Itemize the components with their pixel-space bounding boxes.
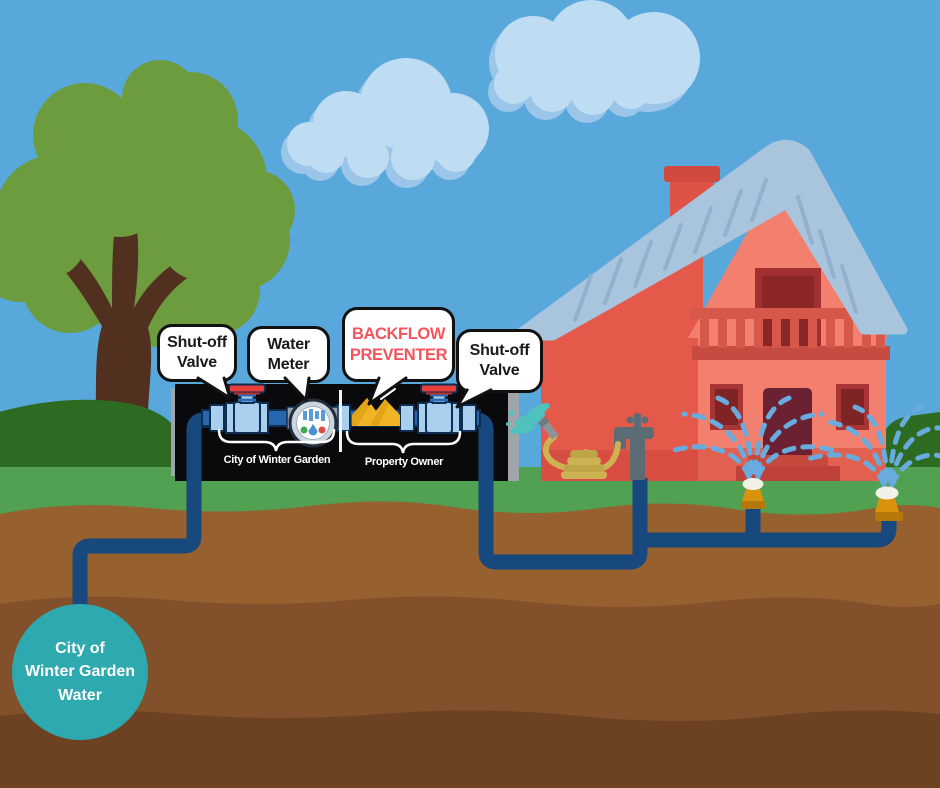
roof: [511, 139, 908, 341]
speech-bubble-backflow-preventer: BACKFLOW PREVENTER: [342, 307, 455, 382]
soil: [0, 501, 940, 788]
bubble-label: Water Meter: [267, 335, 310, 373]
balcony: [690, 308, 892, 360]
cloud-icon: [281, 58, 489, 188]
sprinkler-icon: [741, 478, 765, 509]
garden-hose-icon: [506, 403, 621, 479]
house-left-wing: [541, 248, 703, 481]
label-city-of-winter-garden: City of Winter Garden: [223, 454, 331, 466]
hose-spray: [506, 403, 550, 435]
speech-bubble-water-meter: Water Meter: [247, 326, 330, 383]
sprinkler-arcs: [665, 395, 940, 488]
tree-trunk: [52, 218, 196, 436]
water-source-label: City of Winter Garden Water: [24, 640, 136, 704]
label-property-owner: Property Owner: [364, 456, 444, 468]
hill: [0, 399, 180, 476]
water-meter-icon: [286, 398, 339, 448]
responsibility-divider: [339, 390, 342, 452]
tree-icon: [0, 60, 295, 436]
cloud-icon: [488, 0, 700, 123]
sprinkler-icon: [875, 486, 903, 521]
bubble-label: Shut-off Valve: [469, 342, 530, 379]
hose-nozzle: [537, 416, 559, 440]
pipe-couplings: [209, 404, 477, 432]
service-line-assembly: [201, 383, 481, 454]
bubble-label: Shut-off Valve: [167, 334, 227, 371]
bubble-label: BACKFLOW PREVENTER: [349, 325, 448, 364]
speech-bubble-shutoff-valve-right: Shut-off Valve: [456, 329, 543, 393]
water-source-circle: [12, 604, 148, 740]
roof-seams: [573, 178, 858, 322]
shutoff-valve-icon: [225, 383, 269, 434]
responsibility-braces: [217, 428, 462, 454]
shutoff-valve-icon: [417, 383, 461, 434]
speech-bubble-shutoff-valve-left: Shut-off Valve: [157, 324, 237, 382]
